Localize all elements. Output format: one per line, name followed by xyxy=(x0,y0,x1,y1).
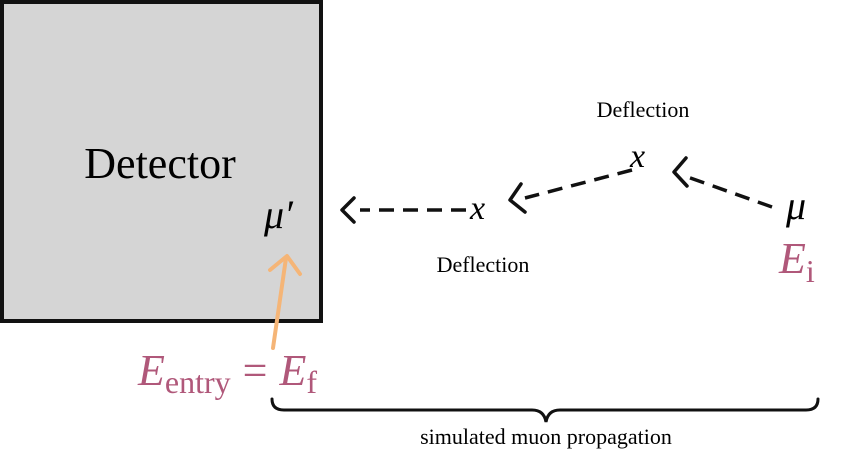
entry-arrow-shaft xyxy=(271,256,288,350)
final-energy-symbol: E xyxy=(278,346,306,395)
entry-energy-symbol: E xyxy=(137,346,165,395)
arrowhead-upper-deflection-icon xyxy=(672,156,689,188)
arrowhead-near-detector-icon xyxy=(340,196,356,224)
deflection-point-upper: x xyxy=(629,138,645,175)
entry-arrowhead-icon xyxy=(268,254,302,276)
deflection-label-upper: Deflection xyxy=(597,97,690,122)
detector-box xyxy=(0,0,323,323)
entry-energy-subscript: entry xyxy=(165,364,231,400)
entry-energy-equation: Eentry=Ef xyxy=(137,346,317,400)
arrowhead-lower-deflection-icon xyxy=(508,182,527,214)
detector-label: Detector xyxy=(84,139,236,188)
propagation-brace xyxy=(270,397,820,423)
initial-energy-symbol: E xyxy=(778,234,806,283)
initial-energy-subscript: i xyxy=(806,253,815,289)
entry-arrow xyxy=(268,254,302,350)
muon-initial-symbol: μ xyxy=(785,183,806,228)
initial-energy-label: Ei xyxy=(778,234,815,289)
final-energy-subscript: f xyxy=(306,364,317,400)
path-segment-initial xyxy=(681,173,773,209)
equals-sign: = xyxy=(243,346,268,395)
deflection-label-lower: Deflection xyxy=(437,252,530,277)
brace-label: simulated muon propagation xyxy=(420,424,672,449)
muon-path xyxy=(360,168,773,212)
muon-final-symbol: μ′ xyxy=(263,192,294,237)
path-segment-middle xyxy=(524,168,633,200)
deflection-point-lower: x xyxy=(469,190,485,227)
